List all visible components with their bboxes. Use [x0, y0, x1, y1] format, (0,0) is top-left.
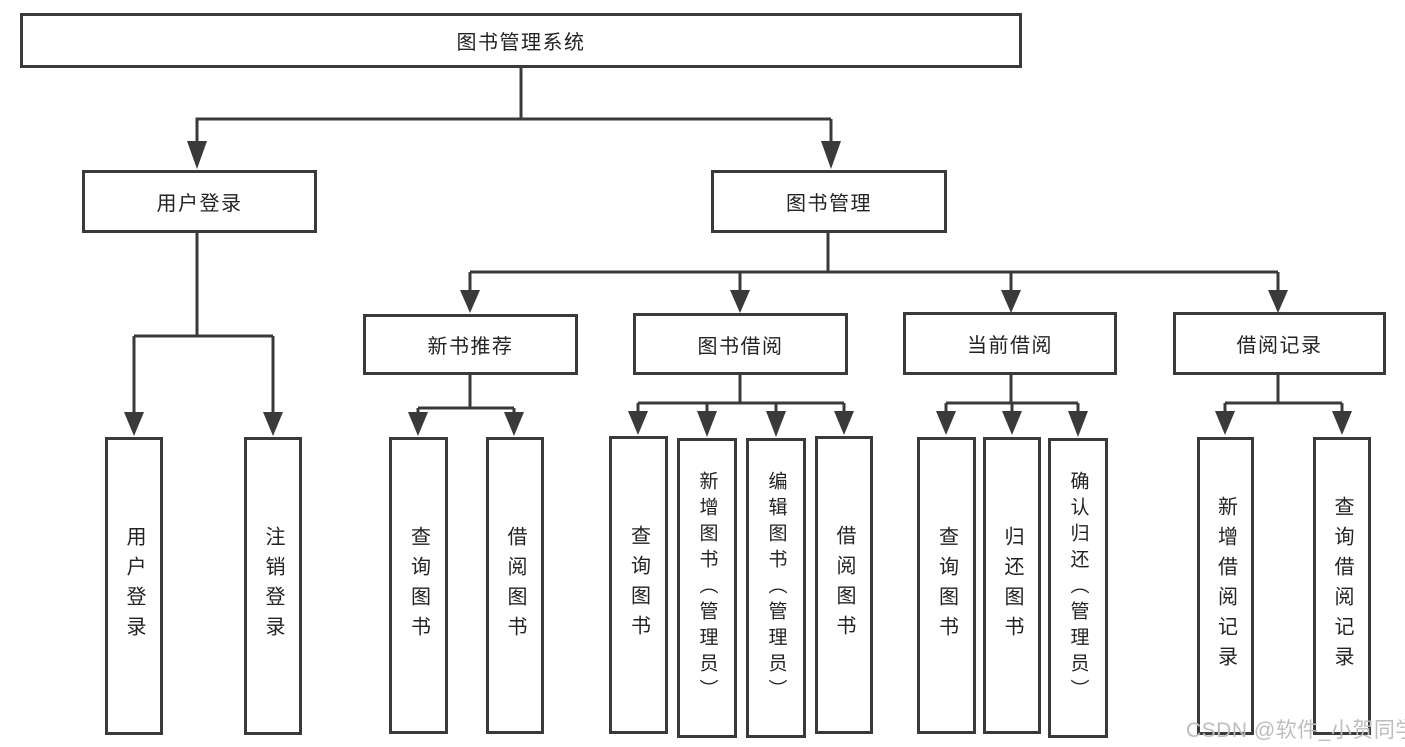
- arrow-down-icon: [124, 412, 144, 436]
- node-book-management-label: 图书管理: [786, 193, 872, 215]
- node-root-label: 图书管理系统: [456, 32, 586, 54]
- node-book-borrow-label: 图书借阅: [697, 335, 784, 358]
- leaf-edit-book-admin: 编辑图书（管理员）: [746, 438, 806, 738]
- arrow-down-icon: [187, 141, 207, 169]
- leaf-query-book-2: 查询图书: [609, 436, 668, 734]
- leaf-borrow-book-1-label: 借阅图书: [504, 525, 526, 646]
- leaf-return-book-label: 归还图书: [1001, 525, 1023, 646]
- node-current-borrow: 当前借阅: [903, 312, 1117, 375]
- arrow-down-icon: [263, 412, 283, 436]
- leaf-add-book-admin: 新增图书（管理员）: [677, 438, 737, 738]
- leaf-query-book-3: 查询图书: [917, 437, 976, 734]
- arrow-down-icon: [730, 290, 750, 313]
- arrow-down-icon: [628, 411, 648, 435]
- node-root: 图书管理系统: [20, 13, 1022, 68]
- node-user-login-label: 用户登录: [156, 193, 243, 215]
- leaf-return-book: 归还图书: [983, 437, 1041, 734]
- arrow-down-icon: [834, 411, 854, 435]
- node-book-management: 图书管理: [711, 170, 947, 233]
- leaf-add-borrow-record-label: 新增借阅记录: [1214, 496, 1237, 676]
- node-borrow-record-label: 借阅记录: [1236, 335, 1323, 357]
- arrow-down-icon: [1068, 411, 1088, 437]
- leaf-query-book-3-label: 查询图书: [935, 525, 958, 646]
- tree-branch-lines: [132, 68, 1344, 414]
- leaf-logout-label: 注销登录: [262, 526, 284, 646]
- node-book-borrow: 图书借阅: [633, 313, 848, 375]
- arrow-down-icon: [697, 411, 717, 437]
- node-new-book-recommend-label: 新书推荐: [427, 336, 514, 358]
- node-current-borrow-label: 当前借阅: [967, 335, 1053, 357]
- leaf-borrow-book-2: 借阅图书: [815, 436, 873, 734]
- leaf-add-borrow-record: 新增借阅记录: [1197, 437, 1254, 735]
- arrow-down-icon: [1268, 290, 1288, 313]
- node-borrow-record: 借阅记录: [1173, 312, 1386, 375]
- leaf-query-borrow-record: 查询借阅记录: [1313, 437, 1371, 735]
- arrow-down-icon: [504, 412, 524, 436]
- leaf-add-book-admin-label: 新增图书（管理员）: [696, 471, 718, 705]
- leaf-borrow-book-1: 借阅图书: [486, 437, 544, 734]
- leaf-query-book-1-label: 查询图书: [407, 525, 430, 646]
- arrow-down-icon: [408, 412, 428, 436]
- leaf-user-login: 用户登录: [105, 437, 163, 735]
- arrow-down-icon: [460, 290, 480, 313]
- arrow-down-icon: [936, 411, 956, 435]
- node-new-book-recommend: 新书推荐: [363, 314, 578, 375]
- leaf-query-book-1: 查询图书: [389, 437, 448, 734]
- arrow-down-icon: [1332, 411, 1352, 435]
- leaf-edit-book-admin-label: 编辑图书（管理员）: [765, 471, 787, 705]
- arrow-down-icon: [1215, 411, 1235, 435]
- arrow-down-icons: [124, 141, 1352, 437]
- leaf-logout: 注销登录: [244, 437, 302, 735]
- arrow-down-icon: [766, 411, 786, 437]
- arrow-down-icon: [1001, 290, 1021, 313]
- csdn-watermark: CSDN @软件_小贺同学: [1186, 719, 1405, 742]
- leaf-confirm-return-admin: 确认归还（管理员）: [1048, 438, 1108, 738]
- arrow-down-icon: [1002, 411, 1022, 435]
- leaf-borrow-book-2-label: 借阅图书: [833, 525, 855, 645]
- arrow-down-icon: [821, 141, 841, 169]
- node-user-login: 用户登录: [82, 170, 317, 233]
- leaf-confirm-return-admin-label: 确认归还（管理员）: [1067, 471, 1089, 705]
- leaf-query-borrow-record-label: 查询借阅记录: [1331, 496, 1353, 676]
- leaf-user-login-label: 用户登录: [123, 526, 145, 646]
- leaf-query-book-2-label: 查询图书: [627, 525, 650, 645]
